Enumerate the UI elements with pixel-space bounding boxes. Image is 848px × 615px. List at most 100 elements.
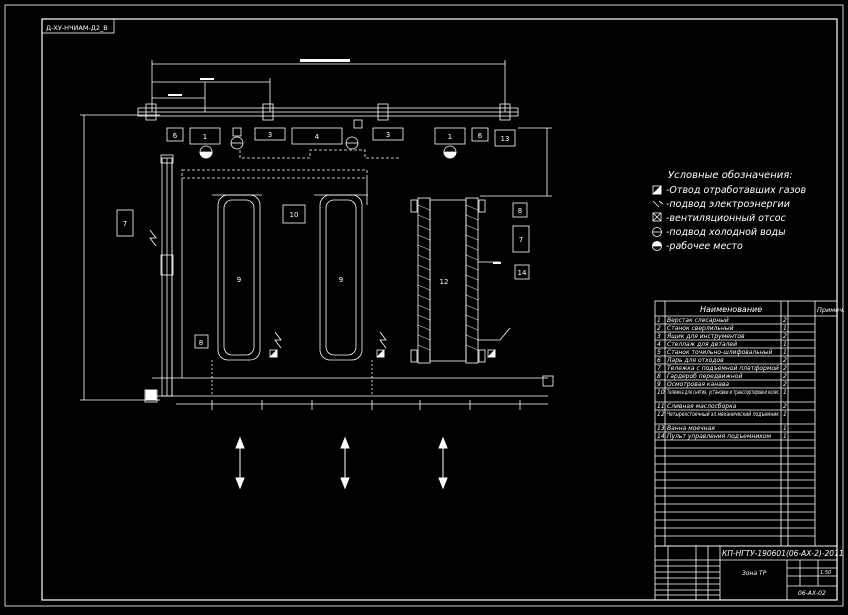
spec-row-name: Ларь для отходов	[666, 357, 724, 364]
spec-row-qty: 1	[783, 325, 787, 332]
spec-row-name: Станок точильно-шлифовальный	[667, 349, 772, 356]
spec-row-num: 3	[657, 333, 661, 340]
trolley-10	[282, 204, 306, 224]
spec-row-name: Гардероб передвижной	[667, 373, 742, 380]
power-icon	[149, 229, 157, 247]
spec-row-qty: 2	[783, 333, 787, 340]
spec-row-num: 11	[657, 403, 665, 410]
legend-item-label: -подвод холодной воды	[666, 227, 786, 238]
spec-row-qty: 1	[783, 433, 787, 440]
spec-row-num: 6	[657, 357, 661, 364]
floor-plan	[80, 59, 554, 410]
spec-row-num: 2	[657, 325, 661, 332]
legend-item-label: -вентиляционный отсос	[666, 213, 787, 224]
spec-row-name: Осмотровая канава	[667, 381, 729, 388]
spec-row-num: 10	[657, 389, 665, 396]
label-1-right: 1	[448, 133, 452, 141]
entrance-arrows	[235, 436, 448, 490]
label-3-left: 3	[268, 131, 272, 139]
label-1-left: 1	[203, 133, 207, 141]
doc-code: 06-АХ-02	[798, 590, 826, 597]
box-7-left	[116, 209, 134, 237]
spec-row-num: 7	[657, 365, 661, 372]
spec-row-qty: 1	[783, 349, 787, 356]
label-3-right: 3	[386, 131, 390, 139]
spec-row-name: Пульт управления подъемником	[667, 433, 772, 440]
spec-row-qty: 1	[783, 341, 787, 348]
panel-14	[514, 264, 530, 280]
scale: 1:50	[820, 570, 831, 576]
spec-row-name: Станок сверлильный	[667, 325, 734, 332]
spec-row-num: 5	[657, 349, 661, 356]
label-7-right: 7	[519, 236, 523, 244]
box-8-left	[194, 334, 209, 349]
spec-row-name: Ванна моечная	[667, 425, 715, 432]
spec-row-name: Четырехстоечный эл.механический подъемни…	[667, 411, 779, 418]
label-14: 14	[518, 269, 527, 277]
spec-row-name: Верстак слесарный	[667, 317, 729, 324]
stamp-box	[41, 18, 115, 34]
spec-row-name: Тележка с подъемной платформой	[667, 365, 779, 372]
wash-13	[494, 129, 516, 147]
power-icon	[652, 200, 664, 208]
box-3-right	[372, 127, 404, 141]
box-6-left	[166, 127, 184, 142]
spec-row-qty: 2	[783, 317, 787, 324]
spec-row-qty: 1	[783, 389, 787, 396]
spec-row-name: Ящик для инструментов	[666, 333, 745, 340]
spec-row-num: 9	[657, 381, 661, 388]
stamp-text: Д-ХУ-НЧИАМ-Д2_В	[46, 24, 108, 32]
spec-row-qty: 1	[783, 411, 787, 418]
spec-row-qty: 2	[783, 403, 787, 410]
spec-row-qty: 2	[783, 373, 787, 380]
label-10: 10	[290, 211, 299, 219]
power-icon	[274, 331, 282, 349]
sheet-outer-frame	[4, 4, 844, 607]
legend-item-label: -подвод электроэнергии	[666, 199, 790, 210]
label-4: 4	[315, 133, 320, 141]
shelf-4	[291, 127, 343, 145]
lift-hatch	[417, 204, 479, 351]
vent-icon	[232, 127, 242, 137]
spec-row-num: 14	[657, 433, 665, 440]
spec-row-qty: 2	[783, 357, 787, 364]
box-7-right	[512, 225, 530, 253]
spec-row-name: Стеллаж для деталей	[667, 341, 737, 348]
vent-icon	[353, 119, 363, 129]
spec-row-num: 4	[657, 341, 661, 348]
spec-table	[654, 300, 838, 547]
label-9a: 9	[237, 276, 241, 284]
legend-item-label: -рабочее место	[666, 241, 743, 252]
label-8-right: 8	[518, 207, 522, 215]
document-code: КП-НГТУ-190601(06-АХ-2)-2011	[722, 549, 844, 558]
label-13: 13	[501, 135, 510, 143]
power-icon	[379, 331, 387, 349]
box-8-right	[512, 202, 528, 218]
spec-row-qty: 2	[783, 365, 787, 372]
label-9b: 9	[339, 276, 343, 284]
legend-title: Условные обозначения:	[668, 169, 793, 181]
spec-header-note: Примеч.	[817, 306, 845, 314]
spec-row-qty: 2	[783, 381, 787, 388]
vent-icon	[652, 212, 662, 222]
spec-row-num: 12	[657, 411, 665, 418]
legend-item-label: -Отвод отработавших газов	[666, 185, 806, 196]
spec-row-name: Сливная маслосборка	[667, 403, 737, 410]
box-6-right	[471, 127, 489, 142]
workbench-1-right	[434, 127, 466, 145]
box-3-left	[254, 127, 286, 141]
spec-header-name: Наименование	[700, 305, 762, 314]
label-12: 12	[440, 278, 449, 286]
label-6-right: 6	[478, 132, 483, 140]
spec-row-name: Тележка для снятия, установки и транспор…	[667, 389, 779, 396]
spec-row-num: 13	[657, 425, 665, 432]
sheet-title: Зона ТР	[742, 570, 767, 577]
title-block	[654, 545, 838, 601]
workbench-1-left	[189, 127, 221, 145]
label-7-left: 7	[123, 220, 127, 228]
spec-row-num: 1	[657, 317, 661, 324]
label-8-left: 8	[199, 339, 203, 347]
label-6-left: 6	[173, 132, 178, 140]
legend: Условные обозначения: -Отвод отработавши…	[652, 169, 806, 252]
